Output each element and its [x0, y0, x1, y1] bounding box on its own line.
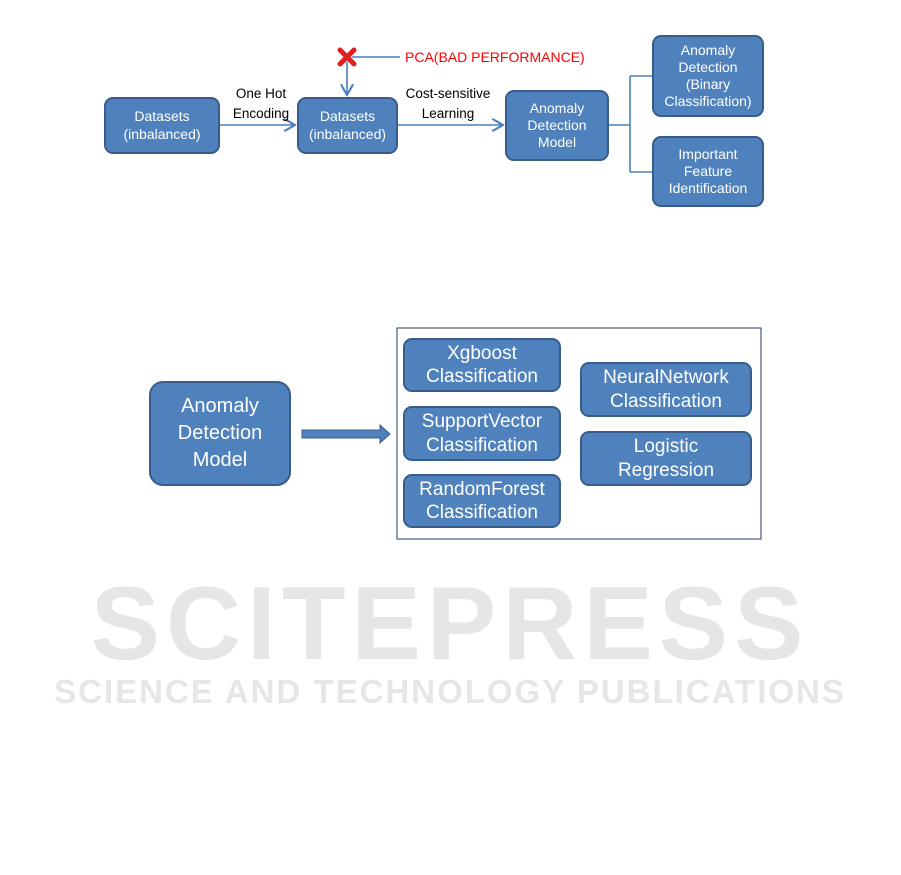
box-line: Anomaly	[529, 99, 585, 116]
box-line: Regression	[617, 459, 715, 481]
watermark-title: SCITEPRESS	[90, 566, 810, 682]
box-line: (inbalanced)	[308, 125, 387, 142]
block-arrow	[301, 423, 391, 445]
box-line: Model	[537, 134, 577, 151]
box-line: Classification)	[664, 93, 752, 110]
box-line: Identification	[668, 180, 748, 197]
pca-label: PCA(BAD PERFORMANCE)	[405, 49, 585, 65]
classifier-frame	[396, 327, 762, 540]
box-line: (inbalanced)	[123, 125, 201, 142]
box-line: Logistic	[633, 436, 699, 458]
label-line: Cost-sensitive	[405, 86, 491, 101]
watermark-subtitle: SCIENCE AND TECHNOLOGY PUBLICATIONS	[54, 673, 846, 710]
datasets-raw-box: Datasets(inbalanced)	[104, 97, 220, 154]
output-bracket	[609, 75, 652, 173]
box-line: Important	[678, 145, 738, 162]
box-line: Classification	[426, 366, 538, 387]
box-line: Xgboost	[447, 342, 517, 364]
box-line: Classification	[426, 434, 538, 456]
box-line: Datasets	[319, 108, 376, 125]
box-line: Detection	[177, 422, 263, 444]
datasets-encoded-box: Datasets(inbalanced)	[297, 97, 398, 154]
label-line: One Hot	[235, 86, 287, 101]
box-line: SupportVector	[421, 411, 543, 433]
box-line: Feature	[683, 162, 733, 179]
box-line: Classification	[426, 502, 538, 523]
label-line: Encoding	[232, 105, 290, 121]
label-line: Learning	[421, 105, 475, 121]
box-line: Anomaly	[181, 395, 259, 417]
box-line: RandomForest	[419, 478, 545, 500]
box-line: Anomaly	[680, 41, 736, 58]
box-line: NeuralNetwork	[603, 367, 729, 389]
reject-x-icon	[337, 47, 357, 67]
box-line: Model	[192, 449, 248, 471]
box-line: Classification	[610, 390, 722, 412]
box-line: Datasets	[134, 108, 190, 125]
box-line: (Binary	[685, 76, 731, 92]
box-line: Detection	[527, 116, 587, 133]
box-line: Detection	[678, 58, 738, 75]
